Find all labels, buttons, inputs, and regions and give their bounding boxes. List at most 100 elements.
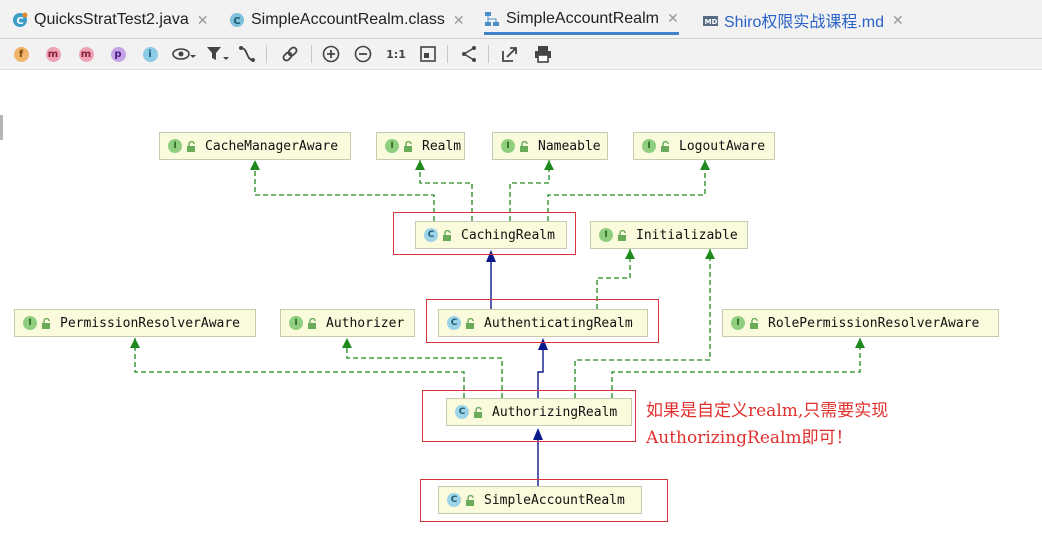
show-methods-button[interactable]: m — [43, 44, 63, 64]
toolbar-separator — [311, 45, 312, 63]
tab-label: QuicksStratTest2.java — [34, 11, 189, 28]
link-button[interactable] — [280, 44, 300, 64]
constructor-icon: m — [78, 46, 94, 62]
public-lock-icon — [474, 406, 482, 418]
node-authorizer[interactable]: I Authorizer — [280, 309, 415, 337]
annotation-line-2: AuthorizingRealm即可！ — [646, 428, 853, 448]
node-label: PermissionResolverAware — [60, 315, 241, 331]
class-icon: C — [455, 405, 469, 419]
markdown-icon: MD — [702, 12, 718, 28]
zoom-in-icon — [322, 45, 340, 63]
highlight-cachingrealm — [393, 212, 576, 255]
zoom-out-button[interactable] — [353, 44, 373, 64]
tab-label: Shiro权限实战课程.md — [724, 14, 885, 31]
java-class-icon: C — [12, 12, 28, 28]
link-icon — [282, 46, 298, 62]
highlight-simpleaccountrealm — [420, 479, 668, 522]
node-label: Realm — [422, 138, 462, 154]
eye-icon — [172, 48, 196, 60]
class-icon: C — [424, 228, 438, 242]
edge-cachingrealm-cachemanageraware — [254, 160, 435, 221]
layout-button[interactable] — [459, 44, 479, 64]
public-lock-icon — [520, 140, 528, 152]
edge-cachingrealm-logoutaware — [547, 160, 706, 221]
splitter-handle[interactable] — [0, 115, 3, 140]
node-label: SimpleAccountRealm — [484, 492, 625, 508]
tab-simpleaccountrealm-class[interactable]: C SimpleAccountRealm.class ✕ — [229, 5, 465, 35]
node-authenticatingrealm[interactable]: C AuthenticatingRealm — [438, 309, 648, 337]
node-cachemanageraware[interactable]: I CacheManagerAware — [159, 132, 351, 160]
filter-icon — [207, 47, 229, 60]
fit-content-icon — [420, 46, 436, 62]
close-icon[interactable]: ✕ — [452, 11, 465, 28]
node-label: LogoutAware — [679, 138, 766, 154]
show-fields-button[interactable]: f — [11, 44, 31, 64]
diagram-toolbar: f m m p i 1:1 — [0, 39, 1042, 70]
visibility-button[interactable] — [172, 44, 196, 64]
public-lock-icon — [404, 140, 412, 152]
public-lock-icon — [661, 140, 669, 152]
show-dependencies-button[interactable] — [237, 44, 257, 64]
show-properties-button[interactable]: p — [108, 44, 128, 64]
node-label: RolePermissionResolverAware — [768, 315, 980, 331]
node-label: AuthenticatingRealm — [484, 315, 633, 331]
interface-icon: I — [731, 316, 745, 330]
node-logoutaware[interactable]: I LogoutAware — [633, 132, 775, 160]
tab-label: SimpleAccountRealm — [506, 9, 659, 27]
close-icon[interactable]: ✕ — [666, 10, 679, 26]
public-lock-icon — [187, 140, 195, 152]
highlight-authorizingrealm — [422, 390, 636, 442]
close-icon[interactable]: ✕ — [892, 11, 904, 28]
close-icon[interactable]: ✕ — [196, 11, 209, 28]
export-button[interactable] — [500, 44, 520, 64]
zoom-in-button[interactable] — [321, 44, 341, 64]
node-rolepermissionresolveraware[interactable]: I RolePermissionResolverAware — [722, 309, 999, 337]
show-inner-classes-button[interactable]: i — [140, 44, 160, 64]
inner-class-icon: i — [142, 46, 158, 62]
interface-icon: I — [168, 139, 182, 153]
tab-simpleaccountrealm-diagram[interactable]: SimpleAccountRealm ✕ — [484, 5, 679, 35]
print-icon — [535, 46, 551, 63]
print-button[interactable] — [533, 44, 553, 64]
public-lock-icon — [466, 494, 474, 506]
diagram-icon — [484, 11, 500, 27]
toolbar-separator — [447, 45, 448, 63]
layout-icon — [462, 46, 476, 62]
fit-content-button[interactable] — [418, 44, 438, 64]
svg-text:C: C — [233, 16, 240, 27]
tab-shiro-md[interactable]: MD Shiro权限实战课程.md ✕ — [702, 5, 904, 35]
tab-quicksstrattest2[interactable]: C QuicksStratTest2.java ✕ — [12, 5, 208, 35]
node-cachingrealm[interactable]: C CachingRealm — [415, 221, 567, 249]
node-label: AuthorizingRealm — [492, 404, 618, 420]
interface-icon: I — [289, 316, 303, 330]
interface-icon: I — [385, 139, 399, 153]
public-lock-icon — [466, 317, 474, 329]
annotation-line-1: 如果是自定义realm,只需要实现 — [646, 401, 889, 421]
toolbar-separator — [266, 45, 267, 63]
node-label: Initializable — [636, 227, 738, 243]
node-authorizingrealm[interactable]: C AuthorizingRealm — [446, 398, 632, 426]
show-constructors-button[interactable]: m — [76, 44, 96, 64]
diagram-annotation: 如果是自定义realm,只需要实现 AuthorizingRealm即可！ — [646, 398, 888, 452]
tab-label: SimpleAccountRealm.class — [251, 11, 445, 28]
export-icon — [502, 47, 517, 62]
edge-cachingrealm-realm — [419, 160, 473, 221]
editor-tab-bar: C QuicksStratTest2.java ✕ C SimpleAccoun… — [0, 0, 1042, 39]
node-nameable[interactable]: I Nameable — [492, 132, 608, 160]
node-permissionresolveraware[interactable]: I PermissionResolverAware — [14, 309, 256, 337]
public-lock-icon — [42, 317, 50, 329]
edge-authorizingrealm-initializable — [574, 249, 711, 398]
node-realm[interactable]: I Realm — [376, 132, 465, 160]
filter-button[interactable] — [206, 44, 230, 64]
edge-authorizingrealm-permissionresolveraware — [134, 338, 465, 398]
node-simpleaccountrealm[interactable]: C SimpleAccountRealm — [438, 486, 642, 514]
svg-text:C: C — [16, 16, 23, 27]
interface-icon: I — [23, 316, 37, 330]
node-initializable[interactable]: I Initializable — [590, 221, 748, 249]
class-icon: C — [447, 493, 461, 507]
class-icon: C — [447, 316, 461, 330]
property-icon: p — [110, 46, 126, 62]
actual-size-button[interactable]: 1:1 — [385, 44, 407, 64]
dependencies-icon — [239, 46, 255, 62]
